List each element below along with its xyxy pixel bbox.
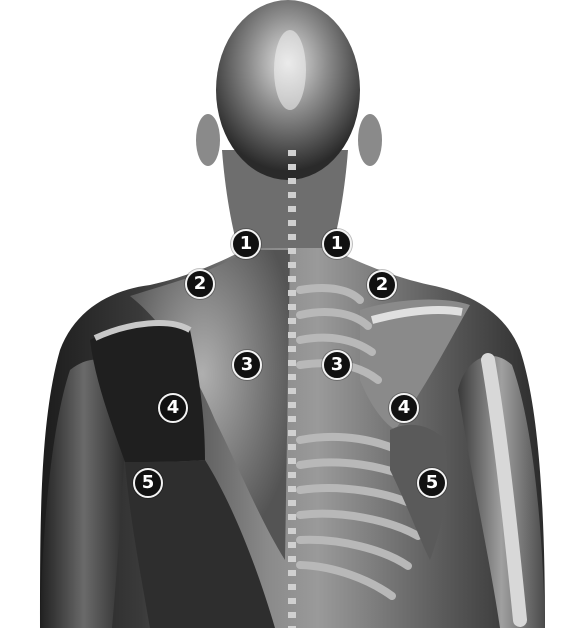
marker-2-right: 2 [367, 270, 397, 300]
marker-1-left: 1 [231, 229, 261, 259]
marker-5-left: 5 [133, 468, 163, 498]
marker-4-right: 4 [389, 393, 419, 423]
marker-5-right: 5 [417, 468, 447, 498]
marker-3-right: 3 [322, 350, 352, 380]
marker-4-left: 4 [158, 393, 188, 423]
marker-2-left: 2 [185, 269, 215, 299]
marker-3-left: 3 [232, 350, 262, 380]
marker-1-right: 1 [322, 229, 352, 259]
